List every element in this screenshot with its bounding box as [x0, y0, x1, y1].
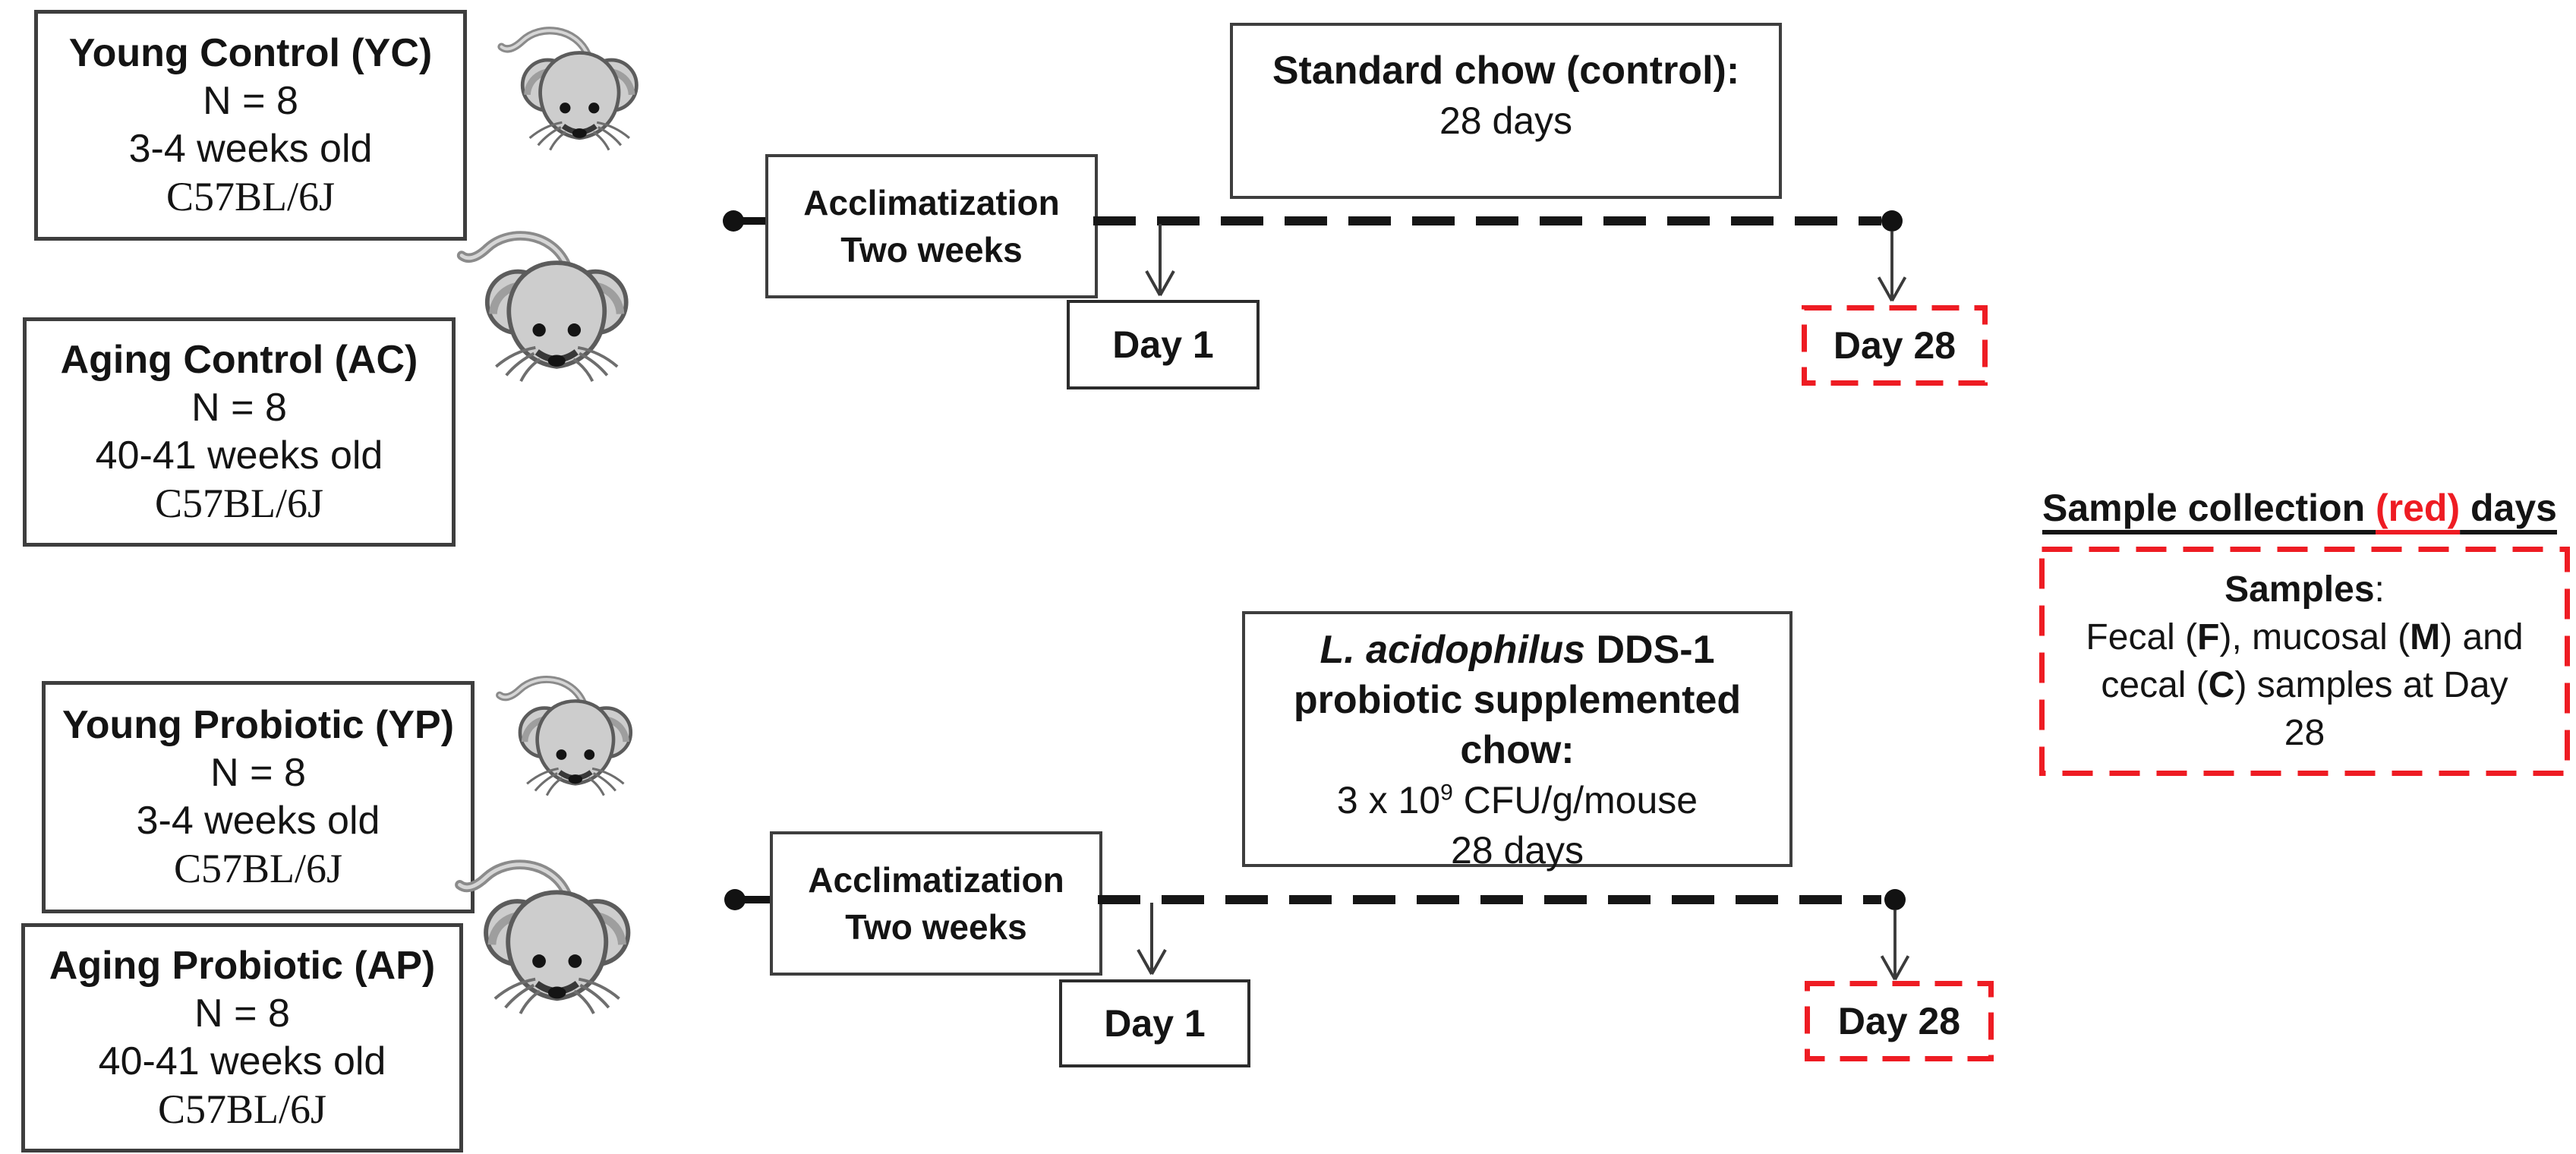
group-title: Young Probiotic (YP) — [61, 703, 455, 747]
day28-box: Day 28 — [1802, 305, 1988, 386]
group-n: N = 8 — [194, 992, 290, 1036]
samples-text: cecal ( — [2101, 665, 2209, 705]
group-box-aging-control: Aging Control (AC) N = 8 40-41 weeks old… — [23, 317, 456, 547]
group-box-young-control: Young Control (YC) N = 8 3-4 weeks old C… — [34, 10, 467, 241]
standard-chow-title: Standard chow (control): — [1272, 49, 1740, 93]
day1-box: Day 1 — [1059, 979, 1250, 1067]
probiotic-chow-line3: chow: — [1460, 728, 1575, 772]
standard-chow-duration: 28 days — [1439, 99, 1573, 142]
probiotic-species: L. acidophilus — [1320, 628, 1586, 672]
samples-box: Samples: Fecal (F), mucosal (M) and ceca… — [2039, 547, 2570, 776]
samples-text: Fecal ( — [2086, 617, 2198, 657]
group-n: N = 8 — [210, 751, 306, 795]
samples-text: ) samples at Day — [2234, 665, 2508, 705]
samples-text: ) and — [2440, 617, 2524, 657]
day1-label: Day 1 — [1104, 1002, 1206, 1045]
dose-unit: CFU/g/mouse — [1452, 779, 1698, 821]
probiotic-chow-line2: probiotic supplemented — [1293, 678, 1742, 722]
down-arrow-icon — [1137, 903, 1167, 976]
samples-abbr-f: F — [2197, 617, 2220, 657]
group-box-young-probiotic: Young Probiotic (YP) N = 8 3-4 weeks old… — [42, 681, 475, 913]
acclimatization-box: Acclimatization Two weeks — [770, 831, 1102, 976]
day1-box: Day 1 — [1067, 300, 1260, 389]
group-age: 3-4 weeks old — [136, 799, 380, 843]
samples-title-colon: : — [2374, 569, 2385, 610]
samples-box-content: Samples: Fecal (F), mucosal (M) and ceca… — [2086, 566, 2523, 757]
timeline-dashed-line — [1098, 895, 1881, 904]
heading-red-part: (red) — [2376, 487, 2461, 529]
dose-base: 3 x 10 — [1336, 779, 1441, 821]
group-box-aging-probiotic: Aging Probiotic (AP) N = 8 40-41 weeks o… — [21, 923, 463, 1152]
day28-box: Day 28 — [1805, 981, 1994, 1061]
acclimatization-duration: Two weeks — [845, 907, 1027, 947]
probiotic-chow-box: L. acidophilus DDS-1 probiotic supplemen… — [1242, 611, 1792, 872]
samples-line3: cecal (C) samples at Day — [2086, 661, 2523, 709]
group-title: Aging Probiotic (AP) — [49, 944, 436, 988]
samples-title: Samples — [2224, 569, 2375, 610]
day28-label: Day 28 — [1837, 1000, 1961, 1042]
group-strain: C57BL/6J — [166, 174, 336, 219]
probiotic-chow-duration: 28 days — [1450, 829, 1584, 872]
samples-line2: Fecal (F), mucosal (M) and — [2086, 613, 2523, 661]
samples-abbr-c: C — [2208, 665, 2235, 705]
group-n: N = 8 — [191, 386, 287, 430]
group-strain: C57BL/6J — [157, 1086, 327, 1132]
day1-label: Day 1 — [1112, 323, 1214, 366]
group-strain: C57BL/6J — [173, 846, 343, 891]
heading-black-part2: days — [2460, 487, 2557, 529]
timeline-dashed-line — [1093, 216, 1881, 225]
mouse-icon — [439, 226, 645, 383]
group-age: 40-41 weeks old — [98, 1039, 386, 1083]
samples-title-line: Samples: — [2086, 566, 2523, 613]
group-title: Young Control (YC) — [68, 31, 433, 75]
timeline-end-dot-icon — [1881, 210, 1903, 232]
acclimatization-label: Acclimatization — [808, 860, 1064, 900]
down-arrow-icon — [1145, 224, 1175, 297]
group-strain: C57BL/6J — [154, 481, 324, 526]
down-arrow-icon — [1880, 910, 1910, 982]
samples-text: ), mucosal ( — [2219, 617, 2410, 657]
acclimatization-label: Acclimatization — [803, 183, 1060, 222]
standard-chow-box: Standard chow (control): 28 days — [1230, 23, 1782, 199]
dose-exponent: 9 — [1440, 780, 1453, 806]
group-title: Aging Control (AC) — [60, 338, 418, 382]
probiotic-strain-name: DDS-1 — [1585, 628, 1715, 672]
mouse-icon — [439, 855, 645, 1016]
probiotic-dose: 3 x 109 CFU/g/mouse — [1245, 775, 1789, 825]
timeline-end-dot-icon — [1884, 889, 1906, 910]
acclimatization-box: Acclimatization Two weeks — [765, 154, 1098, 298]
down-arrow-icon — [1877, 232, 1907, 303]
timeline-connector — [735, 896, 771, 903]
heading-black-part1: Sample collection — [2042, 487, 2376, 529]
sample-collection-heading: Sample collection (red) days — [2042, 486, 2557, 530]
day28-label: Day 28 — [1833, 324, 1956, 367]
acclimatization-duration: Two weeks — [840, 230, 1023, 270]
timeline-connector — [733, 217, 768, 225]
samples-abbr-m: M — [2410, 617, 2441, 657]
group-age: 3-4 weeks old — [128, 127, 373, 171]
mouse-icon — [490, 23, 645, 152]
group-n: N = 8 — [203, 79, 298, 123]
samples-line4: 28 — [2284, 713, 2325, 753]
mouse-icon — [486, 672, 642, 797]
group-age: 40-41 weeks old — [95, 434, 383, 478]
